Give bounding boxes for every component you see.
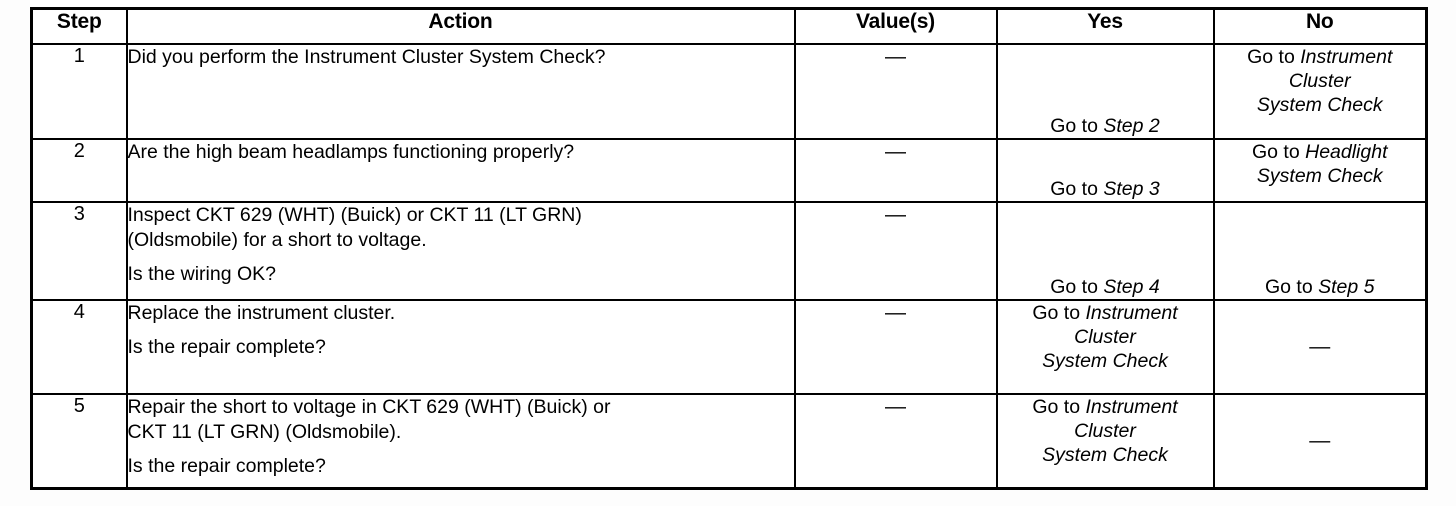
yes-branch-line: Cluster — [998, 419, 1213, 443]
reference-text: Cluster — [1074, 326, 1136, 349]
no-branch-line: Cluster — [1215, 69, 1426, 93]
goto-prefix: Go to — [1264, 275, 1319, 298]
action-line: Repair the short to voltage in CKT 629 (… — [127, 396, 611, 418]
no-branch-line: Go to Step 5 — [1215, 275, 1426, 299]
cell-step-number: 4 — [30, 299, 128, 395]
cell-yes: Go to Step 4 — [995, 201, 1215, 301]
reference-text: System Check — [1042, 350, 1168, 373]
yes-branch-line: System Check — [998, 349, 1213, 373]
goto-prefix: Go to — [1251, 141, 1306, 163]
yes-branch-line: Go to Instrument — [998, 301, 1213, 325]
cell-yes: Go to Step 2 — [995, 43, 1215, 140]
table-header: Step Action Value(s) Yes No — [30, 7, 1428, 45]
yes-branch-line: Go to Step 2 — [998, 114, 1213, 138]
reference-text: Headlight — [1305, 141, 1388, 163]
cell-step-number: 3 — [30, 201, 128, 301]
em-dash: — — [1309, 334, 1331, 358]
action-line: (Oldsmobile) for a short to voltage. — [127, 228, 427, 251]
cell-value: — — [793, 138, 998, 203]
reference-text: Cluster — [1288, 70, 1351, 93]
cell-value: — — [793, 393, 998, 489]
reference-text: Instrument — [1085, 396, 1178, 418]
reference-text: Step 2 — [1103, 114, 1160, 137]
no-branch-line: Go to Headlight — [1215, 140, 1426, 164]
cell-action: Inspect CKT 629 (WHT) (Buick) or CKT 11 … — [125, 201, 796, 301]
goto-prefix: Go to — [1050, 275, 1104, 298]
reference-text: Cluster — [1074, 420, 1136, 443]
column-header-action: Action — [125, 7, 796, 45]
cell-no: Go to Step 5 — [1212, 201, 1428, 301]
no-branch-line: System Check — [1215, 93, 1426, 117]
column-header-yes: Yes — [995, 7, 1215, 45]
action-line: Inspect CKT 629 (WHT) (Buick) or CKT 11 … — [127, 204, 582, 226]
yes-branch-line: Go to Instrument — [998, 395, 1213, 419]
cell-action: Replace the instrument cluster. Is the re… — [125, 299, 796, 395]
cell-value: — — [793, 43, 998, 140]
goto-prefix: Go to — [1247, 46, 1301, 68]
goto-prefix: Go to — [1050, 177, 1104, 200]
cell-action: Are the high beam headlamps functioning … — [125, 138, 796, 203]
action-line: Are the high beam headlamps functioning … — [127, 141, 575, 163]
no-branch-line: Go to Instrument — [1215, 45, 1426, 69]
cell-step-number: 1 — [30, 43, 128, 140]
action-line: Is the repair complete? — [127, 335, 326, 358]
column-header-value: Value(s) — [793, 7, 998, 45]
action-line: CKT 11 (LT GRN) (Oldsmobile). — [127, 420, 402, 443]
column-header-no: No — [1212, 7, 1428, 45]
cell-step-number: 2 — [30, 138, 128, 203]
yes-branch-line: System Check — [998, 443, 1213, 467]
cell-value: — — [793, 299, 998, 395]
reference-text: Step 3 — [1103, 177, 1160, 200]
yes-branch-line: Go to Step 3 — [998, 177, 1213, 201]
cell-value: — — [793, 201, 998, 301]
action-line: Is the repair complete? — [127, 454, 326, 477]
cell-action: Repair the short to voltage in CKT 629 (… — [125, 393, 796, 489]
yes-branch-line: Go to Step 4 — [998, 275, 1213, 299]
reference-text: Step 4 — [1103, 275, 1160, 298]
cell-no: — — [1212, 299, 1428, 395]
reference-text: Instrument — [1085, 302, 1178, 324]
cell-no: — — [1212, 393, 1428, 489]
cell-step-number: 5 — [30, 393, 128, 489]
action-line: Replace the instrument cluster. — [127, 302, 396, 324]
em-dash: — — [1309, 428, 1331, 452]
reference-text: Step 5 — [1318, 275, 1375, 298]
no-branch-line: System Check — [1215, 164, 1426, 188]
yes-branch-line: Cluster — [998, 325, 1213, 349]
header-row: Step Action Value(s) Yes No — [30, 7, 1428, 45]
cell-yes: Go to Step 3 — [995, 138, 1215, 203]
cell-action: Did you perform the Instrument Cluster S… — [125, 43, 796, 140]
reference-text: System Check — [1256, 165, 1383, 188]
action-line: Did you perform the Instrument Cluster S… — [127, 46, 606, 68]
reference-text: System Check — [1256, 94, 1383, 117]
reference-text: System Check — [1042, 444, 1168, 467]
action-line: Is the wiring OK? — [127, 262, 276, 285]
column-header-step: Step — [30, 7, 128, 45]
goto-prefix: Go to — [1032, 396, 1086, 418]
goto-prefix: Go to — [1050, 114, 1104, 137]
goto-prefix: Go to — [1032, 302, 1086, 324]
reference-text: Instrument — [1300, 46, 1393, 68]
